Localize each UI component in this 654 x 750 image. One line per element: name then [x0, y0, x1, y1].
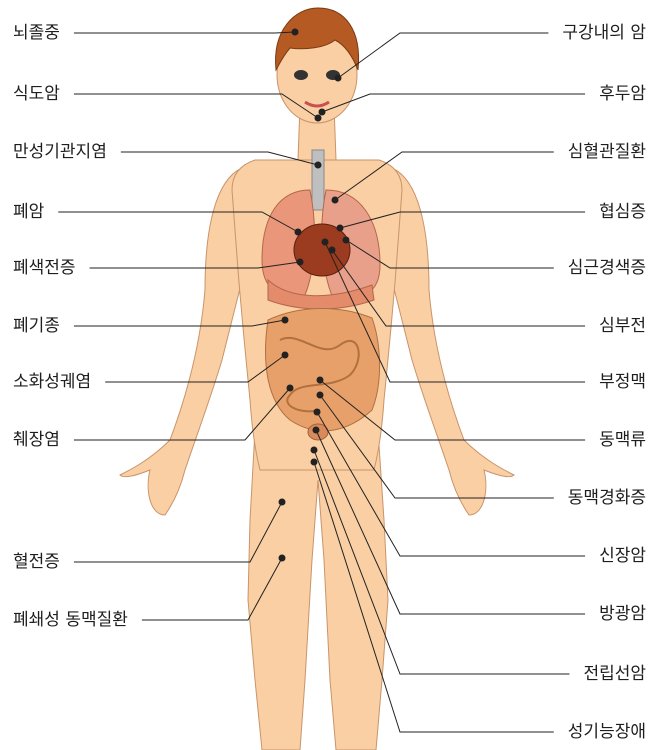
right-label: 전립선암 — [583, 664, 646, 684]
leader-dot — [319, 109, 326, 116]
leader-line-left — [58, 212, 298, 232]
leader-dot — [279, 555, 286, 562]
leader-dot — [297, 259, 304, 266]
leader-dot — [343, 237, 350, 244]
leader-line-right — [320, 380, 585, 440]
leader-dot — [287, 385, 294, 392]
leader-dot — [317, 377, 324, 384]
leader-dot — [315, 115, 322, 122]
right-label: 구강내의 암 — [562, 23, 646, 43]
leader-dot — [317, 392, 324, 399]
leader-line-right — [325, 242, 585, 382]
leader-line-right — [340, 212, 585, 228]
leader-dot — [335, 75, 342, 82]
leader-line-left — [142, 558, 282, 620]
leader-line-left — [74, 502, 282, 562]
left-label: 혈전증 — [13, 552, 60, 572]
leader-line-left — [74, 94, 318, 118]
right-label: 방광암 — [599, 604, 646, 624]
left-label: 만성기관지염 — [13, 142, 107, 162]
right-label: 성기능장애 — [568, 722, 646, 742]
leader-dot — [315, 162, 322, 169]
leader-line-left — [74, 320, 285, 326]
leader-dot — [292, 29, 299, 36]
leader-line-right — [317, 412, 585, 556]
right-label: 협심증 — [599, 202, 646, 222]
leader-line-right — [346, 240, 554, 268]
left-label: 식도암 — [13, 84, 60, 104]
leader-dot — [332, 197, 339, 204]
left-label: 폐색전증 — [13, 258, 76, 278]
left-label: 폐쇄성 동맥질환 — [13, 610, 128, 630]
leader-line-left — [74, 388, 290, 440]
leader-dot — [314, 409, 321, 416]
leader-dot — [311, 459, 318, 466]
right-label: 후두암 — [599, 84, 646, 104]
right-label: 부정맥 — [599, 372, 646, 392]
leader-line-right — [338, 33, 548, 78]
leader-dot — [282, 317, 289, 324]
leader-line-left — [105, 355, 285, 382]
leader-line-left — [74, 32, 295, 33]
leader-dot — [279, 499, 286, 506]
leader-line-right — [332, 250, 585, 326]
left-label: 폐기종 — [13, 316, 60, 336]
leader-line-left — [121, 152, 318, 165]
left-label: 소화성궤염 — [13, 372, 91, 392]
right-label: 동맥경화증 — [568, 488, 646, 508]
leader-line-right — [316, 430, 585, 614]
right-label: 심부전 — [599, 316, 646, 336]
left-label: 폐암 — [13, 202, 44, 222]
left-label: 뇌졸중 — [13, 23, 60, 43]
leader-dot — [322, 239, 329, 246]
leader-dot — [337, 225, 344, 232]
leader-line-left — [90, 262, 300, 268]
leader-line-right — [314, 462, 554, 732]
right-label: 심혈관질환 — [568, 142, 646, 162]
right-label: 심근경색증 — [568, 258, 646, 278]
leader-dot — [313, 427, 320, 434]
leader-line-right — [314, 450, 569, 674]
leader-line-right — [335, 152, 554, 200]
right-label: 신장암 — [599, 546, 646, 566]
leader-dot — [295, 229, 302, 236]
leader-dot — [282, 352, 289, 359]
leader-dot — [311, 447, 318, 454]
right-label: 동맥류 — [599, 430, 646, 450]
leader-line-right — [322, 94, 585, 112]
leader-line-right — [320, 395, 554, 498]
left-label: 췌장염 — [13, 430, 60, 450]
